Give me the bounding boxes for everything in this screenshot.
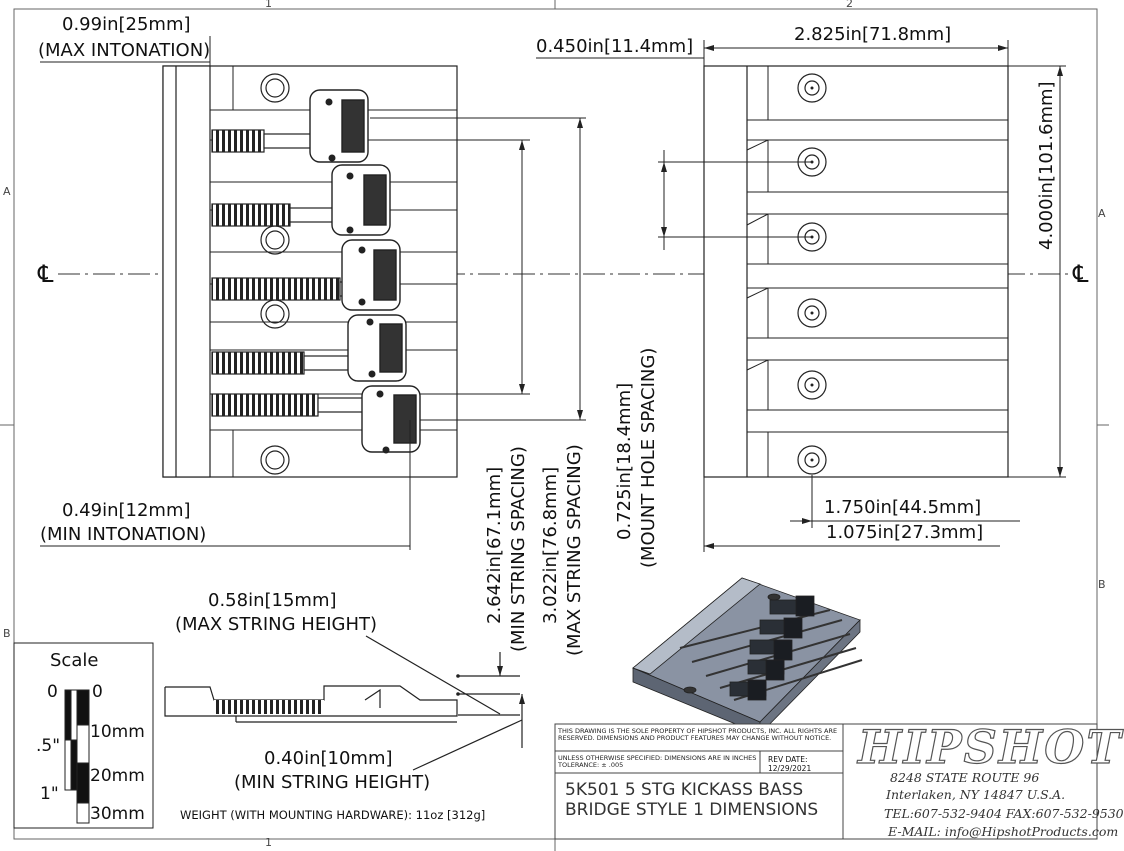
dim-min-string-height-value: 0.40in[10mm] <box>264 748 393 769</box>
scale-mm-10: 10mm <box>90 722 145 742</box>
rev-date-value: 12/29/2021 <box>768 764 812 773</box>
dim-max-string-height-note: (MAX STRING HEIGHT) <box>175 614 378 635</box>
zone-label-right-a: A <box>1098 207 1106 220</box>
scale-box <box>13 642 154 829</box>
scale-inch-1: 1" <box>40 784 59 804</box>
zone-label-bottom-1: 1 <box>265 836 272 849</box>
zone-label-left-b: B <box>3 627 11 640</box>
scale-mm-0: 0 <box>92 682 103 702</box>
scale-mm-30: 30mm <box>90 804 145 824</box>
dim-max-string-spacing-value: 3.022in[76.8mm] <box>540 466 561 624</box>
drawing-title-line1: 5K501 5 STG KICKASS BASS <box>565 780 804 800</box>
weight-note: WEIGHT (WITH MOUNTING HARDWARE): 11oz [3… <box>180 808 486 822</box>
dim-arrows-right <box>661 45 1063 549</box>
centerline-symbol-right: ℄ <box>1073 260 1089 288</box>
dim-min-string-height-note: (MIN STRING HEIGHT) <box>234 772 431 793</box>
zone-label-top-2: 2 <box>846 0 853 10</box>
top-view-right <box>703 65 1009 478</box>
scale-inch-0: 0 <box>47 682 58 702</box>
dim-mount-hole-spacing-value: 0.725in[18.4mm] <box>614 382 635 540</box>
address-line1: 8248 STATE ROUTE 96 <box>890 770 1040 785</box>
dim-hole-near: 1.075in[27.3mm] <box>826 522 984 543</box>
side-view-markers <box>456 666 525 704</box>
centerline-symbol-left: ℄ <box>38 260 54 288</box>
iso-view <box>632 577 863 735</box>
dim-mount-hole-spacing-note: (MOUNT HOLE SPACING) <box>638 347 659 568</box>
zone-label-left-a: A <box>3 185 11 198</box>
dim-min-string-spacing-note: (MIN STRING SPACING) <box>508 446 529 652</box>
address-line2: Interlaken, NY 14847 U.S.A. <box>886 787 1066 802</box>
drawing-title-line2: BRIDGE STYLE 1 DIMENSIONS <box>565 800 819 820</box>
scale-mm-20: 20mm <box>90 766 145 786</box>
top-view-left <box>162 65 458 478</box>
proprietary-notice: THIS DRAWING IS THE SOLE PROPERTY OF HIP… <box>558 727 838 742</box>
dim-hole-far: 1.750in[44.5mm] <box>824 497 982 518</box>
scale-title: Scale <box>50 650 99 671</box>
dim-min-string-spacing-value: 2.642in[67.1mm] <box>484 466 505 624</box>
scale-inch-half: .5" <box>36 736 61 756</box>
zone-label-top-1: 1 <box>265 0 272 10</box>
dim-arrows-left <box>519 118 583 420</box>
dim-overall-length: 4.000in[101.6mm] <box>1036 81 1057 250</box>
dim-max-intonation-note: (MAX INTONATION) <box>38 40 211 61</box>
side-view <box>164 635 523 771</box>
dim-lines-left <box>40 36 586 550</box>
title-block-frame <box>554 723 1098 840</box>
rev-date-label: REV DATE: <box>768 755 808 764</box>
dim-min-intonation-note: (MIN INTONATION) <box>40 524 207 545</box>
phone-fax: TEL:607-532-9404 FAX:607-532-9530 <box>884 806 1124 821</box>
dim-top-offset: 0.450in[11.4mm] <box>536 36 694 57</box>
email-line: E-MAIL: info@HipshotProducts.com <box>888 824 1119 839</box>
tolerance-note: UNLESS OTHERWISE SPECIFIED: DIMENSIONS A… <box>558 754 757 769</box>
dim-max-intonation-value: 0.99in[25mm] <box>62 14 191 35</box>
zone-label-right-b: B <box>1098 578 1106 591</box>
dim-max-string-height-value: 0.58in[15mm] <box>208 590 337 611</box>
dim-min-intonation-value: 0.49in[12mm] <box>62 500 191 521</box>
hipshot-logo: HIPSHOT <box>857 719 1123 774</box>
dim-overall-depth: 2.825in[71.8mm] <box>794 24 952 45</box>
dim-max-string-spacing-note: (MAX STRING SPACING) <box>564 444 585 656</box>
